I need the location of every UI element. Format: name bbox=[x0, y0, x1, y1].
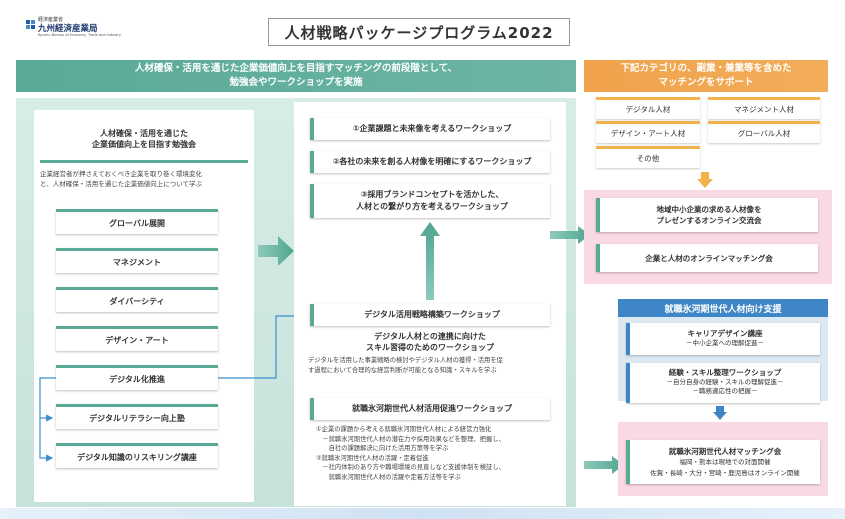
career-title: キャリアデザイン講座 bbox=[687, 329, 763, 338]
logo-ministry: 経済産業省 bbox=[38, 17, 64, 23]
skill-workshop: 経験・スキル整理ワークショップ －自分自身の経験・スキルの理解促進－ －職務適応… bbox=[626, 363, 820, 403]
ice-line-2: －就職氷河期世代人材の潜在力や採用効果などを整理、把握し、 bbox=[316, 435, 505, 443]
left-banner: 人材確保・活用を通じた企業価値向上を目指すマッチングの前段階として、 勉強会やワ… bbox=[16, 60, 576, 92]
study-description: 企業経営者が押さえておくべき企業を取り巻く環境変化 と、人材確保・活用を通じた企… bbox=[40, 169, 252, 189]
ice-line-5: －社内体制のあり方や職場環境の見直しなど支援体制を検証し、 bbox=[316, 464, 505, 471]
study-title-line2: 企業価値向上を目指す勉強会 bbox=[92, 140, 196, 149]
study-item-design: デザイン・アート bbox=[56, 326, 218, 351]
arrow-to-matching-icon bbox=[550, 226, 590, 244]
career-sub: －中小企業への理解促進－ bbox=[686, 339, 764, 347]
matching-online-exchange: 地域中小企業の求める人材像を プレゼンするオンライン交流会 bbox=[596, 198, 818, 232]
category-design: デザイン・アート人材 bbox=[596, 121, 700, 143]
study-desc-line1: 企業経営者が押さえておくべき企業を取り巻く環境変化 bbox=[40, 170, 202, 178]
category-management: マネジメント人材 bbox=[708, 97, 820, 119]
ice-line-4: ②就職氷河期世代人材の活躍・定着促進 bbox=[316, 454, 429, 462]
study-item-literacy: デジタルリテラシー向上塾 bbox=[56, 404, 218, 429]
digital-workshop-subtitle: デジタル人材との連携に向けた スキル習得のためのワークショップ bbox=[310, 331, 550, 353]
skill-sub1: －自分自身の経験・スキルの理解促進－ bbox=[666, 378, 784, 386]
study-item-reskilling: デジタル知識のリスキリング講座 bbox=[56, 443, 218, 468]
study-item-global: グローバル展開 bbox=[56, 209, 218, 234]
workshop-3-line2: 人材との繋がり方を考えるワークショップ bbox=[356, 202, 508, 211]
digital-workshop-desc: デジタルを活用した事業戦略の検討やデジタル人材の獲得・活用を促 す過程において合… bbox=[308, 356, 560, 376]
ice-age-workshop-desc: ①企業の課題から考える就職氷河期世代人材による経営力強化 －就職氷河期世代人材の… bbox=[316, 425, 562, 482]
ice-line-1: ①企業の課題から考える就職氷河期世代人材による経営力強化 bbox=[316, 426, 492, 433]
study-title-line1: 人材確保・活用を通じた bbox=[100, 129, 188, 138]
skill-sub2: －職務適応性の把握－ bbox=[692, 387, 758, 395]
ice-support-banner: 就職氷河期世代人材向け支援 bbox=[618, 299, 828, 317]
ice-line-3: 自社の課題解決に向けた活用方策等を学ぶ bbox=[316, 445, 449, 452]
digital-workshop: デジタル活用戦略構築ワークショップ bbox=[310, 304, 550, 326]
down-arrow-blue-icon bbox=[713, 405, 727, 420]
study-item-digital: デジタル化推進 bbox=[56, 365, 218, 390]
logo-bureau: 九州経済産業局 bbox=[38, 24, 98, 34]
workshop-1: ①企業課題と未来像を考えるワークショップ bbox=[310, 118, 550, 140]
matching-1-line1: 地域中小企業の求める人材像を bbox=[656, 205, 762, 214]
up-arrow-icon bbox=[420, 222, 440, 300]
study-item-management: マネジメント bbox=[56, 248, 218, 273]
study-item-diversity: ダイバーシティ bbox=[56, 287, 218, 312]
bottom-wave bbox=[0, 508, 845, 519]
workshop-3-line1: ③採用ブランドコンセプトを活かした、 bbox=[360, 190, 504, 199]
right-banner-line2: マッチングをサポート bbox=[658, 77, 754, 88]
page-title: 人材戦略パッケージプログラム2022 bbox=[268, 18, 570, 46]
digital-sub-line2: スキル習得のためのワークショップ bbox=[366, 343, 494, 352]
right-banner-line1: 下記カテゴリの、副業・兼業等を含めた bbox=[620, 63, 792, 74]
ice-match-title: 就職氷河期世代人材マッチング会 bbox=[668, 446, 782, 456]
category-other: その他 bbox=[596, 146, 700, 168]
right-banner: 下記カテゴリの、副業・兼業等を含めた マッチングをサポート bbox=[584, 60, 828, 92]
arrow-to-workshops-icon bbox=[258, 236, 294, 266]
ice-matching-event: 就職氷河期世代人材マッチング会 福岡・熊本は現地での対面開催 佐賀・長崎・大分・… bbox=[626, 440, 820, 484]
ice-match-sub2: 佐賀・長崎・大分・宮崎・鹿児島はオンライン開催 bbox=[650, 468, 800, 477]
study-desc-line2: と、人材確保・活用を通じた企業価値向上について学ぶ bbox=[40, 180, 203, 188]
left-banner-line2: 勉強会やワークショップを実施 bbox=[229, 77, 363, 88]
logo-mark-icon bbox=[26, 20, 35, 29]
category-global: グローバル人材 bbox=[708, 121, 820, 143]
matching-1-line2: プレゼンするオンライン交流会 bbox=[656, 216, 762, 225]
career-design-course: キャリアデザイン講座 －中小企業への理解促進－ bbox=[626, 323, 820, 355]
category-digital: デジタル人材 bbox=[596, 97, 700, 119]
arrow-to-ice-matching-icon bbox=[584, 456, 624, 474]
ice-age-workshop: 就職氷河期世代人材活用促進ワークショップ bbox=[310, 398, 550, 420]
digital-desc-line2: す過程において合理的な経営判断が可能となる知識・スキルを学ぶ bbox=[308, 367, 497, 374]
logo: 経済産業省 九州経済産業局 Kyushu Bureau of Economy, … bbox=[26, 16, 136, 40]
digital-sub-line1: デジタル人材との連携に向けた bbox=[374, 332, 486, 341]
study-divider bbox=[40, 160, 248, 163]
workshop-2: ②各社の未来を創る人材像を明確にするワークショップ bbox=[310, 151, 550, 173]
left-banner-line1: 人材確保・活用を通じた企業価値向上を目指すマッチングの前段階として、 bbox=[134, 63, 458, 74]
logo-english: Kyushu Bureau of Economy, Trade and Indu… bbox=[38, 33, 121, 37]
study-title: 人材確保・活用を通じた 企業価値向上を目指す勉強会 bbox=[40, 128, 248, 150]
workshop-3: ③採用ブランドコンセプトを活かした、 人材との繋がり方を考えるワークショップ bbox=[310, 184, 550, 218]
digital-desc-line1: デジタルを活用した事業戦略の検討やデジタル人材の獲得・活用を促 bbox=[308, 357, 503, 364]
down-arrow-orange-icon bbox=[697, 172, 713, 188]
ice-line-6: 就職氷河期世代人材の活躍や定着方法等を学ぶ bbox=[316, 473, 461, 481]
skill-title: 経験・スキル整理ワークショップ bbox=[668, 368, 782, 377]
ice-match-sub1: 福岡・熊本は現地での対面開催 bbox=[679, 457, 771, 466]
matching-online-event: 企業と人材のオンラインマッチング会 bbox=[596, 244, 818, 272]
